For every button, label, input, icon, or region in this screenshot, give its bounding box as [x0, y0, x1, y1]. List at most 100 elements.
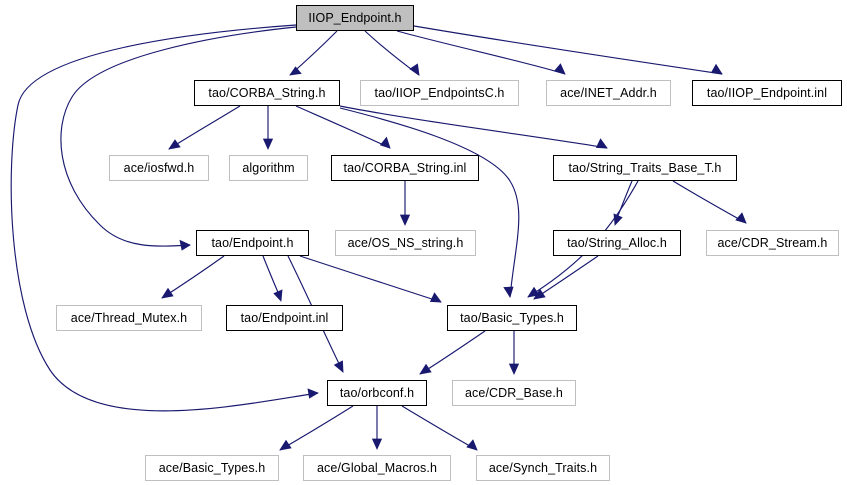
- node-label: ace/Global_Macros.h: [316, 460, 437, 475]
- node-label: tao/CORBA_String.inl: [343, 160, 467, 175]
- node-label: tao/String_Alloc.h: [567, 235, 667, 250]
- node-iiop_endpoint_inl[interactable]: tao/IIOP_Endpoint.inl: [692, 80, 842, 106]
- arrowhead-icon: [279, 439, 292, 451]
- edge-iiop_endpoint_h-to-endpoint_h: [60, 26, 297, 251]
- edge-endpoint_h-to-endpoint_inl: [262, 255, 283, 302]
- node-os_ns_string_h[interactable]: ace/OS_NS_string.h: [335, 230, 476, 256]
- edge-basic_types_h-to-cdr_base_h: [508, 331, 520, 375]
- node-string_traits_base_t_h[interactable]: tao/String_Traits_Base_T.h: [553, 155, 737, 181]
- edge-line: [168, 105, 241, 150]
- node-label: IIOP_Endpoint.h: [308, 10, 402, 25]
- edge-line: [299, 255, 442, 303]
- arrowhead-icon: [419, 363, 432, 375]
- arrowhead-icon: [262, 138, 274, 150]
- node-iiop_endpoint_h[interactable]: IIOP_Endpoint.h: [296, 5, 414, 31]
- edge-line: [60, 26, 297, 247]
- node-label: ace/Thread_Mutex.h: [70, 310, 188, 325]
- node-label: ace/INET_Addr.h: [560, 85, 657, 100]
- node-corba_string_h[interactable]: tao/CORBA_String.h: [194, 80, 340, 106]
- edge-string_traits_base_t_h-to-string_alloc_h: [613, 180, 633, 226]
- arrowhead-icon: [533, 288, 546, 300]
- node-thread_mutex_h[interactable]: ace/Thread_Mutex.h: [56, 305, 202, 331]
- arrowhead-icon: [379, 136, 391, 149]
- arrowhead-icon: [527, 286, 540, 298]
- node-algorithm[interactable]: algorithm: [229, 155, 308, 181]
- edge-iiop_endpoint_h-to-corba_string_h: [289, 30, 338, 76]
- arrowhead-icon: [508, 363, 520, 375]
- node-basic_types_h[interactable]: tao/Basic_Types.h: [447, 305, 577, 331]
- node-iosfwd_h[interactable]: ace/iosfwd.h: [109, 155, 209, 181]
- node-label: tao/CORBA_String.h: [208, 85, 326, 100]
- node-label: tao/IIOP_EndpointsC.h: [374, 85, 505, 100]
- arrowhead-icon: [466, 439, 478, 451]
- node-synch_traits_h[interactable]: ace/Synch_Traits.h: [476, 455, 610, 481]
- arrowhead-icon: [553, 63, 566, 75]
- arrowhead-icon: [409, 63, 420, 76]
- node-cdr_base_h[interactable]: ace/CDR_Base.h: [452, 380, 576, 406]
- edge-orbconf_h-to-global_macros_h: [371, 406, 383, 450]
- edge-line: [533, 255, 599, 300]
- arrowhead-icon: [371, 438, 383, 450]
- edge-corba_string_h-to-algorithm: [262, 106, 274, 150]
- arrowhead-icon: [333, 360, 344, 373]
- node-orbconf_h[interactable]: tao/orbconf.h: [327, 380, 427, 406]
- edge-iiop_endpoint_h-to-iiop_endpoint_inl: [413, 25, 723, 75]
- node-ace_basic_types_h[interactable]: ace/Basic_Types.h: [145, 455, 279, 481]
- arrowhead-icon: [735, 212, 747, 224]
- arrowhead-icon: [503, 286, 514, 298]
- node-inet_addr_h[interactable]: ace/INET_Addr.h: [546, 80, 671, 106]
- node-endpoint_inl[interactable]: tao/Endpoint.inl: [226, 305, 343, 331]
- arrowhead-icon: [307, 388, 319, 399]
- edge-corba_string_h-to-iosfwd_h: [168, 105, 241, 150]
- arrowhead-icon: [289, 66, 302, 76]
- edge-line: [339, 105, 608, 149]
- edge-orbconf_h-to-synch_traits_h: [401, 405, 478, 451]
- edge-line: [413, 25, 723, 75]
- arrowhead-icon: [613, 213, 623, 226]
- node-label: tao/Endpoint.h: [211, 235, 294, 250]
- node-cdr_stream_h[interactable]: ace/CDR_Stream.h: [706, 230, 839, 256]
- edge-line: [339, 107, 520, 298]
- edge-line: [419, 330, 486, 375]
- edge-line: [10, 24, 319, 412]
- edge-basic_types_h-to-orbconf_h: [419, 330, 486, 375]
- arrowhead-icon: [429, 292, 442, 303]
- node-label: algorithm: [242, 160, 295, 175]
- node-endpoint_h[interactable]: tao/Endpoint.h: [196, 230, 309, 256]
- node-label: tao/String_Traits_Base_T.h: [568, 160, 722, 175]
- node-label: tao/Basic_Types.h: [460, 310, 564, 325]
- edge-corba_string_inl-to-os_ns_string_h: [399, 181, 411, 226]
- arrowhead-icon: [179, 239, 191, 251]
- edge-layer: [10, 24, 747, 451]
- node-label: tao/orbconf.h: [339, 385, 415, 400]
- arrowhead-icon: [399, 214, 411, 226]
- arrowhead-icon: [161, 287, 174, 299]
- node-global_macros_h[interactable]: ace/Global_Macros.h: [303, 455, 451, 481]
- node-label: ace/OS_NS_string.h: [347, 235, 464, 250]
- edge-string_alloc_h-to-basic_types_h: [533, 255, 599, 300]
- arrowhead-icon: [168, 139, 181, 150]
- node-string_alloc_h[interactable]: tao/String_Alloc.h: [553, 230, 681, 256]
- edge-line: [279, 405, 354, 451]
- edge-endpoint_h-to-thread_mutex_h: [161, 255, 225, 299]
- edge-iiop_endpoint_h-to-iiop_endpointsc_h: [364, 30, 420, 76]
- arrowhead-icon: [273, 289, 283, 302]
- edge-line: [401, 405, 478, 451]
- node-label: ace/CDR_Base.h: [465, 385, 563, 400]
- arrowhead-icon: [710, 63, 723, 75]
- edge-iiop_endpoint_h-to-orbconf_h: [10, 24, 319, 412]
- node-label: ace/CDR_Stream.h: [717, 235, 828, 250]
- node-label: ace/iosfwd.h: [123, 160, 195, 175]
- node-label: ace/Synch_Traits.h: [488, 460, 598, 475]
- edge-line: [396, 30, 566, 75]
- edge-corba_string_h-to-basic_types_h: [339, 107, 520, 298]
- node-label: tao/IIOP_Endpoint.inl: [706, 85, 828, 100]
- node-iiop_endpointsc_h[interactable]: tao/IIOP_EndpointsC.h: [360, 80, 519, 106]
- arrowhead-icon: [595, 138, 608, 149]
- edge-orbconf_h-to-ace_basic_types_h: [279, 405, 354, 451]
- node-label: ace/Basic_Types.h: [158, 460, 266, 475]
- node-corba_string_inl[interactable]: tao/CORBA_String.inl: [331, 155, 479, 181]
- edge-endpoint_h-to-basic_types_h: [299, 255, 442, 303]
